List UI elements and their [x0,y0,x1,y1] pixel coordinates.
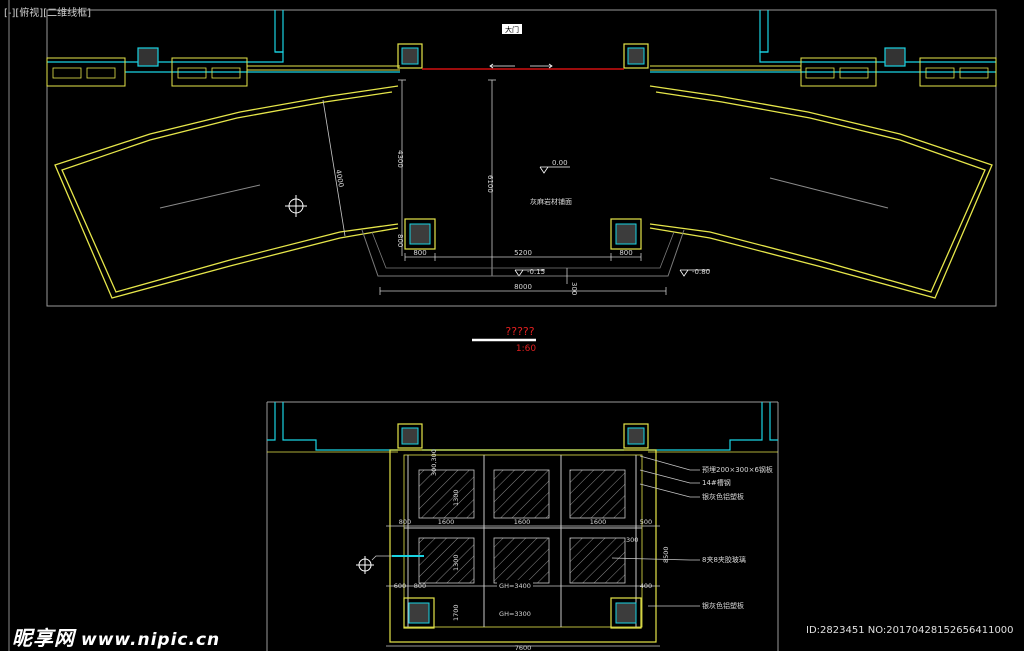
door-columns [397,43,649,250]
door-label: 大门 [505,25,519,34]
svg-text:1600: 1600 [590,518,607,526]
dim-8000: 8000 [514,283,532,291]
elev-side: -0.80 [692,268,710,276]
dim-5200: 5200 [514,249,532,257]
canopy-inner [403,454,643,628]
door-arrows [489,63,553,69]
dim-800v: 800 [396,234,404,247]
dim-col-right: 800 [619,249,632,257]
top-plan: 大门 4000 4300 6100 800 [46,9,997,354]
vertical-dims [398,79,496,276]
svg-text:300: 300 [626,536,638,544]
small-piers [137,47,906,67]
glass-panes [418,469,626,584]
bottom-plan: 800 1600 1600 1600 500 600 800 5200 400 … [266,401,779,651]
step-outline [361,229,685,277]
svg-text:1600: 1600 [438,518,455,526]
svg-text:300,300: 300,300 [430,449,438,476]
svg-text:GH=3400: GH=3400 [499,582,531,590]
elev-step: -0.15 [527,268,545,276]
svg-text:800: 800 [399,518,411,526]
svg-text:银灰色铝塑板: 银灰色铝塑板 [702,601,744,610]
canopy-outer [389,449,657,643]
watermark: 昵享网 www.nipic.cn [12,622,220,651]
svg-text:800: 800 [414,582,426,590]
bottom-target-symbol [356,556,374,574]
svg-text:14#槽钢: 14#槽钢 [702,478,731,487]
bottom-walls [267,402,778,451]
svg-text:1700: 1700 [452,604,460,621]
dim-4300: 4300 [396,150,404,168]
svg-text:1600: 1600 [514,518,531,526]
svg-text:预埋200×300×6钢板: 预埋200×300×6钢板 [702,465,773,474]
image-id: ID:2823451 NO:20170428152656411000 [806,625,1014,636]
wall-outlines [47,10,996,73]
svg-text:7600: 7600 [515,644,532,651]
svg-text:GH=3300: GH=3300 [499,610,531,618]
watermark-url: www.nipic.cn [81,630,221,650]
watermark-cn: 昵享网 [12,626,75,650]
dim-col-left: 800 [413,249,426,257]
wall-panels [46,57,997,87]
horizontal-dims [379,253,667,295]
dim-300: 300 [570,282,578,295]
target-symbol [285,195,307,217]
step-outline-inner [371,231,675,269]
top-plan-frame [46,9,997,307]
elevation-markers [514,166,710,277]
door-label-bg [502,24,522,34]
plan-title: ????? [505,325,534,338]
ramp-right [769,177,889,209]
svg-text:500: 500 [640,518,652,526]
panel-fixtures [52,67,989,79]
svg-text:8500: 8500 [662,546,670,563]
plan-scale: 1:60 [516,344,536,354]
floor-note: 灰麻岩材铺面 [530,197,572,206]
dim-4000-line [322,99,346,237]
ramp-left [159,184,261,209]
svg-text:8夹8夹胶玻璃: 8夹8夹胶玻璃 [702,555,746,564]
wing-walls [54,85,993,299]
svg-text:400: 400 [640,582,652,590]
svg-text:1300: 1300 [452,554,460,571]
viewport-label[interactable]: [-][俯视][二维线框] [4,8,92,19]
svg-text:1300: 1300 [452,489,460,506]
svg-text:600: 600 [394,582,406,590]
dim-4000: 4000 [334,169,345,188]
svg-text:银灰色铝塑板: 银灰色铝塑板 [702,492,744,501]
dim-6100: 6100 [486,175,494,193]
elev-0: 0.00 [552,159,568,167]
